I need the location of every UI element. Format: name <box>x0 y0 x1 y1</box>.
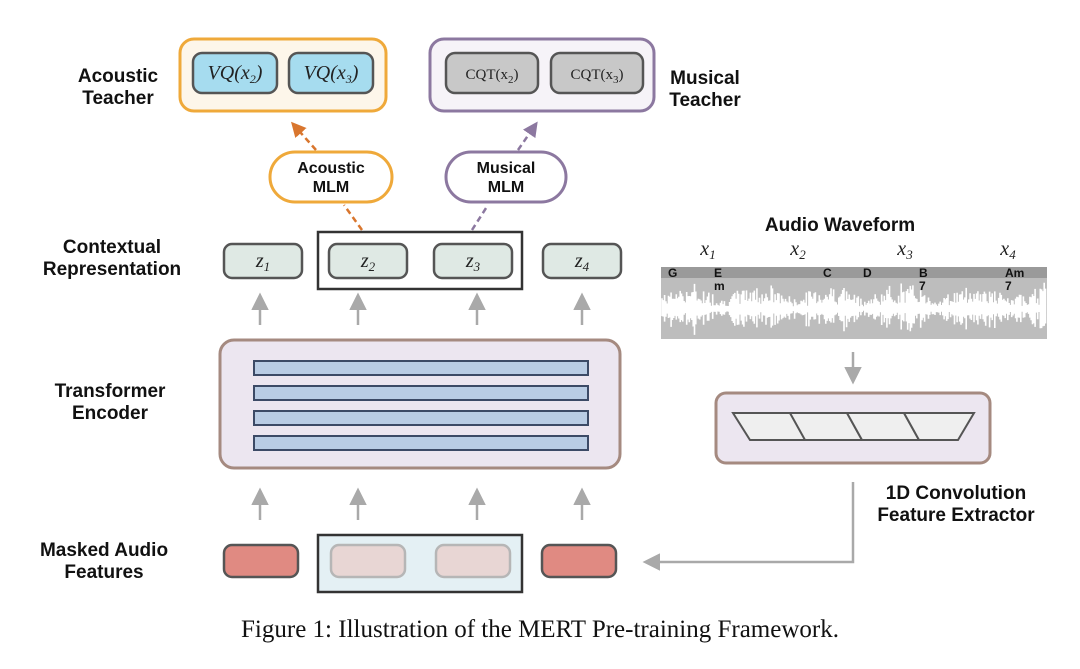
masked-context-frame <box>316 230 524 291</box>
masked-to-transformer-arrows <box>251 487 591 520</box>
z1-token <box>222 242 304 280</box>
transformer-layer <box>253 360 589 376</box>
vq-x2-box <box>191 51 279 95</box>
musical-mlm-bubble <box>444 150 568 204</box>
vq-x3-box <box>287 51 375 95</box>
z2-token <box>327 242 409 280</box>
z4-label: z4 <box>574 250 590 274</box>
acoustic-mlm-arrow-in <box>342 204 364 231</box>
waveform-signal <box>661 282 1047 335</box>
cqt-x2-label: CQT(x2) <box>466 67 519 86</box>
cqt-x2-box <box>444 51 540 95</box>
transformer-layer <box>253 410 589 426</box>
transformer-layer <box>253 385 589 401</box>
segment-x1: x1 <box>699 238 715 262</box>
figure-caption: Figure 1: Illustration of the MERT Pre-t… <box>241 616 839 643</box>
masked-feature-3 <box>434 543 512 579</box>
musical-mlm-arrow-in <box>470 204 490 231</box>
conv-kernel <box>902 412 976 441</box>
musical-mlm-arrow-out <box>516 121 538 151</box>
acoustic-mlm-bubble <box>268 150 394 204</box>
z2-label: z2 <box>360 250 376 274</box>
vq-x3-label: VQ(x3) <box>304 62 359 86</box>
transformer-to-z-arrows <box>251 292 591 325</box>
audio-waveform-title: Audio Waveform <box>765 215 915 236</box>
segment-x2: x2 <box>789 238 806 262</box>
z3-label: z3 <box>465 250 481 274</box>
segment-x4: x4 <box>999 238 1016 262</box>
audio-feature-4 <box>540 543 618 579</box>
cqt-x3-box <box>549 51 645 95</box>
acoustic-mlm-arrow-out <box>291 121 317 151</box>
conv-to-masked-arrow <box>642 482 855 571</box>
audio-feature-1 <box>222 543 300 579</box>
chord-label: G <box>668 266 677 280</box>
chord-label: C <box>823 266 832 280</box>
cqt-x3-label: CQT(x3) <box>571 67 624 86</box>
z3-token <box>432 242 514 280</box>
vq-x2-label: VQ(x2) <box>208 62 263 86</box>
chord-label: D <box>863 266 872 280</box>
chord-strip <box>661 267 1047 278</box>
segment-x3: x3 <box>896 238 913 262</box>
transformer-layer <box>253 435 589 451</box>
masked-feature-2 <box>329 543 407 579</box>
z1-label: z1 <box>255 250 270 274</box>
z4-token <box>541 242 623 280</box>
